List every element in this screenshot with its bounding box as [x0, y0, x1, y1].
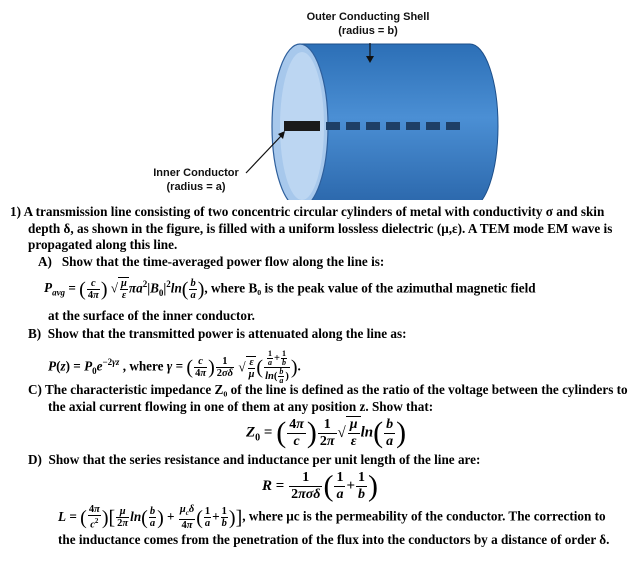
inner-conductor	[284, 121, 320, 131]
part-d-statement: D) Show that the series resistance and i…	[28, 452, 622, 469]
part-a-text: Show that the time-averaged power flow a…	[61, 254, 385, 269]
problem-intro-text: A transmission line consisting of two co…	[23, 204, 613, 252]
outer-shell-label: Outer Conducting Shell (radius = b)	[283, 10, 453, 38]
coaxial-cable-drawing	[245, 43, 499, 209]
part-c-statement: C) The characteristic impedance Z₀ of th…	[28, 382, 630, 415]
inner-conductor-radius: (radius = a)	[166, 181, 226, 193]
part-a-statement: A) Show that the time-averaged power flo…	[38, 254, 618, 271]
part-d-label: D)	[28, 452, 42, 467]
part-d-text: Show that the series resistance and indu…	[48, 452, 481, 467]
part-c-label: C)	[28, 382, 42, 397]
outer-shell-title: Outer Conducting Shell	[306, 11, 430, 23]
inner-conductor-pointer	[245, 134, 283, 174]
part-d-after-text: , where μc is the permeability of the co…	[58, 508, 610, 548]
part-b-text: Show that the transmitted power is atten…	[47, 326, 407, 341]
part-b-label: B)	[28, 326, 42, 341]
coaxial-figure: Outer Conducting Shell (radius = b) Inne…	[0, 0, 630, 209]
problem-intro: 1) A transmission line consisting of two…	[10, 204, 622, 254]
inner-conductor-title: Inner Conductor	[153, 167, 239, 179]
part-b-statement: B) Show that the transmitted power is at…	[28, 326, 618, 343]
part-c-text: The characteristic impedance Z₀ of the l…	[44, 382, 628, 414]
part-a-label: A)	[38, 254, 52, 269]
outer-shell-radius: (radius = b)	[338, 25, 398, 37]
inner-conductor-label: Inner Conductor (radius = a)	[136, 166, 256, 194]
inner-conductor-dashes	[326, 122, 460, 130]
part-b-where: , where	[122, 358, 164, 374]
problem-number: 1)	[10, 204, 21, 219]
part-a-continuation: at the surface of the inner conductor.	[48, 308, 255, 323]
part-a-after-text: , where B₀ is the peak value of the azim…	[204, 280, 536, 296]
